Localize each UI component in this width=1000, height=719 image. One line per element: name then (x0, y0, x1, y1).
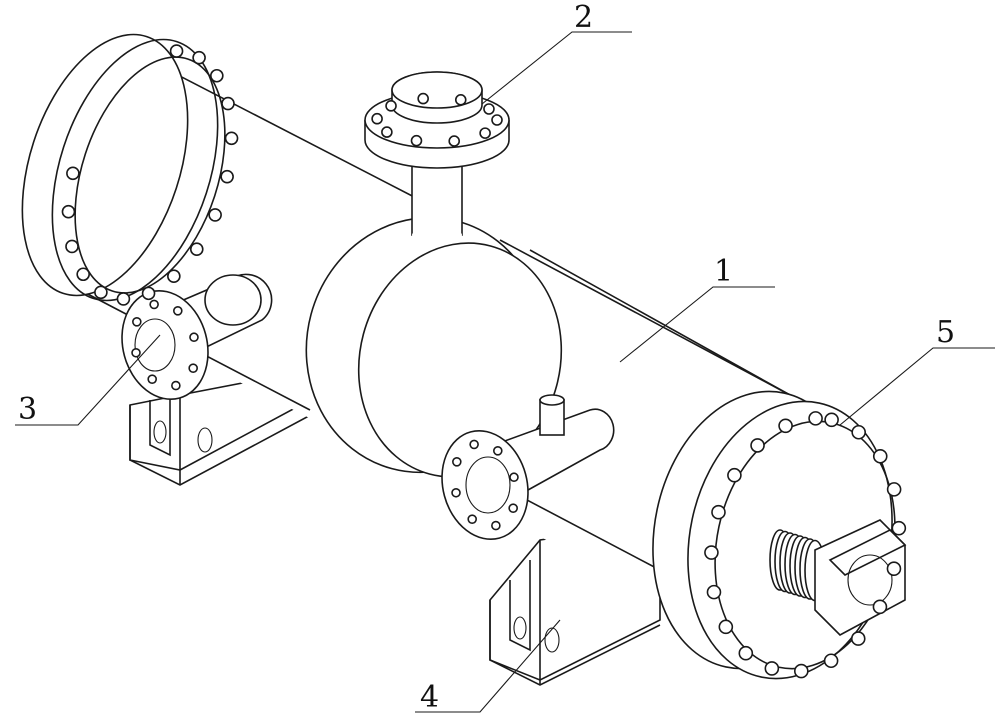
bolt-icon (66, 240, 78, 252)
bolt-icon (719, 620, 732, 633)
bolt-icon (382, 127, 392, 137)
bolt-icon (712, 506, 725, 519)
bolt-icon (452, 489, 460, 497)
bolt-icon (449, 136, 459, 146)
bolt-icon (873, 600, 886, 613)
label-1-shell: 1 (714, 257, 733, 287)
bolt-icon (887, 562, 900, 575)
bolt-icon (892, 522, 905, 535)
bolt-icon (739, 647, 752, 660)
bolt-icon (509, 504, 517, 512)
bolt-icon (148, 375, 156, 383)
bolt-icon (174, 307, 182, 315)
bolt-icon (191, 243, 203, 255)
bolt-icon (386, 101, 396, 111)
bolt-icon (825, 654, 838, 667)
bolt-icon (779, 419, 792, 432)
bolt-icon (189, 364, 197, 372)
bolt-icon (707, 586, 720, 599)
bolt-icon (874, 450, 887, 463)
bolt-icon (117, 293, 129, 305)
bolt-icon (765, 662, 778, 675)
bolt-icon (143, 287, 155, 299)
bolt-icon (211, 70, 223, 82)
bolt-icon (456, 95, 466, 105)
bolt-icon (193, 52, 205, 64)
bolt-icon (77, 268, 89, 280)
bolt-icon (795, 665, 808, 678)
label-4-support: 4 (420, 683, 439, 713)
bolt-icon (372, 114, 382, 124)
bolt-icon (888, 483, 901, 496)
bolt-icon (453, 458, 461, 466)
bolt-icon (168, 270, 180, 282)
bolt-icon (510, 473, 518, 481)
bolt-icon (492, 522, 500, 530)
bolt-icon (809, 412, 822, 425)
bolt-icon (418, 94, 428, 104)
bolt-icon (494, 447, 502, 455)
bolt-icon (133, 318, 141, 326)
bolt-icon (222, 98, 234, 110)
label-2-top-nozzle: 2 (574, 3, 593, 33)
bolt-icon (171, 45, 183, 57)
bolt-icon (470, 440, 478, 448)
label-3-inlet-nozzle: 3 (18, 395, 37, 425)
bolt-icon (67, 167, 79, 179)
bolt-icon (852, 632, 865, 645)
bolt-icon (226, 132, 238, 144)
bolt-icon (728, 469, 741, 482)
label-5-end-flange: 5 (936, 318, 955, 348)
bolt-icon (95, 286, 107, 298)
bolt-icon (468, 515, 476, 523)
bolt-icon (221, 171, 233, 183)
bolt-icon (62, 206, 74, 218)
bolt-icon (825, 413, 838, 426)
bolt-icon (190, 333, 198, 341)
bolt-icon (852, 426, 865, 439)
bolt-icon (705, 546, 718, 559)
bolt-icon (209, 209, 221, 221)
bolt-icon (480, 128, 490, 138)
bolt-icon (132, 349, 140, 357)
bolt-icon (484, 104, 494, 114)
bolt-icon (492, 115, 502, 125)
bolt-icon (172, 382, 180, 390)
bolt-icon (751, 439, 764, 452)
bolt-icon (411, 136, 421, 146)
bolt-icon (150, 300, 158, 308)
